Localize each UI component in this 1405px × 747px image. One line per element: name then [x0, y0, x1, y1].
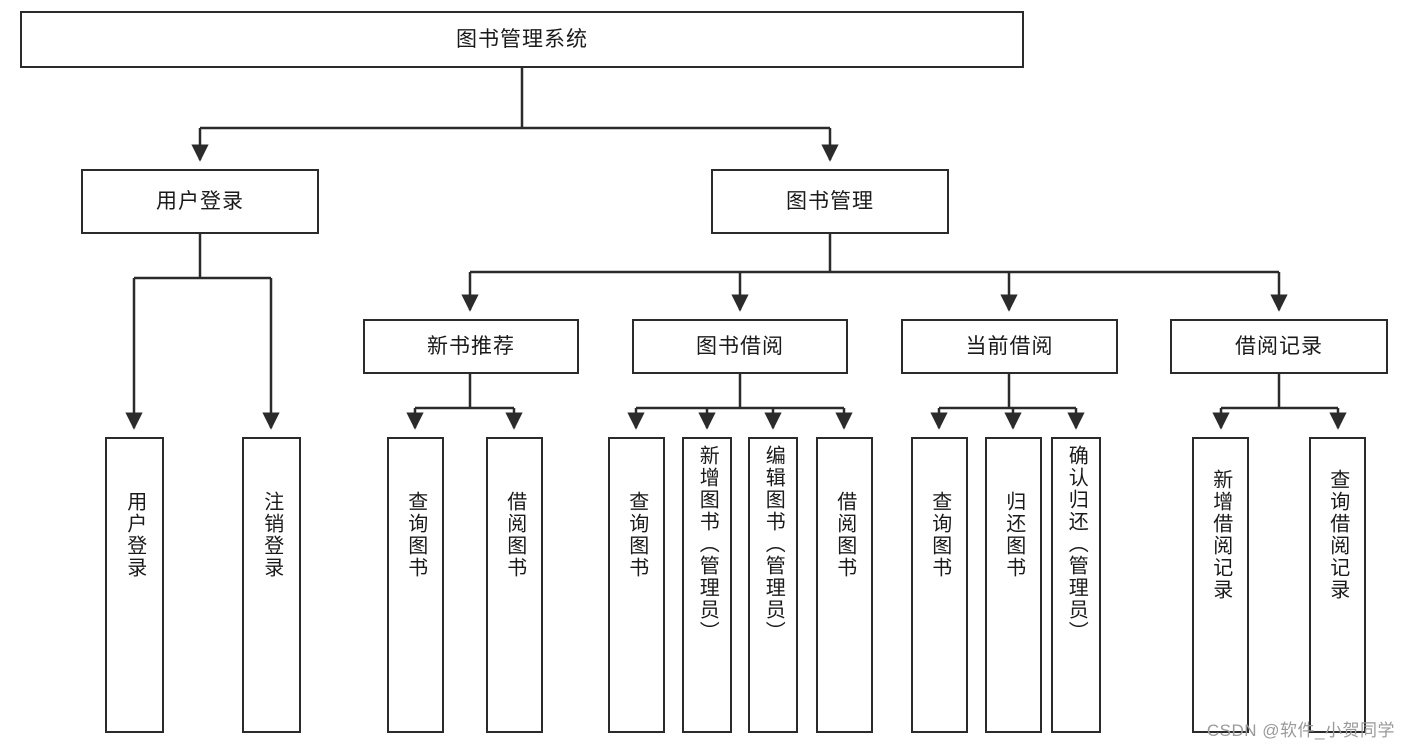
node-root-label: 图书管理系统	[456, 28, 588, 51]
node-leaf-logout[interactable]: 注销登录	[242, 437, 301, 733]
node-leaf-query-book-1[interactable]: 查询图书	[387, 437, 444, 733]
node-leaf-edit-book-admin-label: 编辑图书（管理员）	[762, 445, 785, 643]
node-root[interactable]: 图书管理系统	[20, 11, 1024, 68]
node-new-book-recommend[interactable]: 新书推荐	[363, 319, 579, 374]
node-leaf-add-borrow-record-label: 新增借阅记录	[1209, 469, 1232, 601]
node-new-book-recommend-label: 新书推荐	[427, 335, 515, 358]
node-borrow-record-label: 借阅记录	[1235, 335, 1323, 358]
node-user-login[interactable]: 用户登录	[81, 169, 319, 234]
node-leaf-edit-book-admin[interactable]: 编辑图书（管理员）	[748, 437, 798, 733]
node-current-borrow-label: 当前借阅	[965, 335, 1054, 358]
node-current-borrow[interactable]: 当前借阅	[901, 319, 1118, 374]
node-leaf-query-borrow-record[interactable]: 查询借阅记录	[1309, 437, 1366, 733]
node-leaf-user-login[interactable]: 用户登录	[105, 437, 164, 733]
node-book-manage[interactable]: 图书管理	[711, 169, 949, 234]
node-book-borrow[interactable]: 图书借阅	[632, 319, 848, 374]
node-leaf-borrow-book-1[interactable]: 借阅图书	[486, 437, 543, 733]
node-book-manage-label: 图书管理	[786, 190, 874, 213]
node-user-login-label: 用户登录	[156, 190, 244, 213]
node-leaf-user-login-label: 用户登录	[123, 491, 146, 579]
node-leaf-query-borrow-record-label: 查询借阅记录	[1326, 469, 1349, 601]
node-leaf-borrow-book-2-label: 借阅图书	[833, 491, 856, 579]
node-leaf-return-book-label: 归还图书	[1002, 491, 1025, 579]
node-leaf-return-book[interactable]: 归还图书	[985, 437, 1042, 733]
node-leaf-borrow-book-2[interactable]: 借阅图书	[816, 437, 873, 733]
node-leaf-logout-label: 注销登录	[260, 491, 283, 579]
node-leaf-add-borrow-record[interactable]: 新增借阅记录	[1192, 437, 1249, 733]
node-borrow-record[interactable]: 借阅记录	[1170, 319, 1388, 374]
node-leaf-confirm-return-admin-label: 确认归还（管理员）	[1065, 445, 1088, 643]
node-leaf-confirm-return-admin[interactable]: 确认归还（管理员）	[1051, 437, 1101, 733]
node-leaf-query-book-2-label: 查询图书	[625, 491, 648, 579]
node-leaf-add-book-admin[interactable]: 新增图书（管理员）	[682, 437, 732, 733]
node-leaf-borrow-book-1-label: 借阅图书	[503, 491, 526, 579]
node-leaf-query-book-3-label: 查询图书	[928, 491, 951, 579]
node-leaf-query-book-3[interactable]: 查询图书	[911, 437, 968, 733]
node-leaf-query-book-1-label: 查询图书	[404, 491, 427, 579]
node-book-borrow-label: 图书借阅	[696, 335, 784, 358]
node-leaf-query-book-2[interactable]: 查询图书	[608, 437, 665, 733]
node-leaf-add-book-admin-label: 新增图书（管理员）	[696, 445, 719, 643]
